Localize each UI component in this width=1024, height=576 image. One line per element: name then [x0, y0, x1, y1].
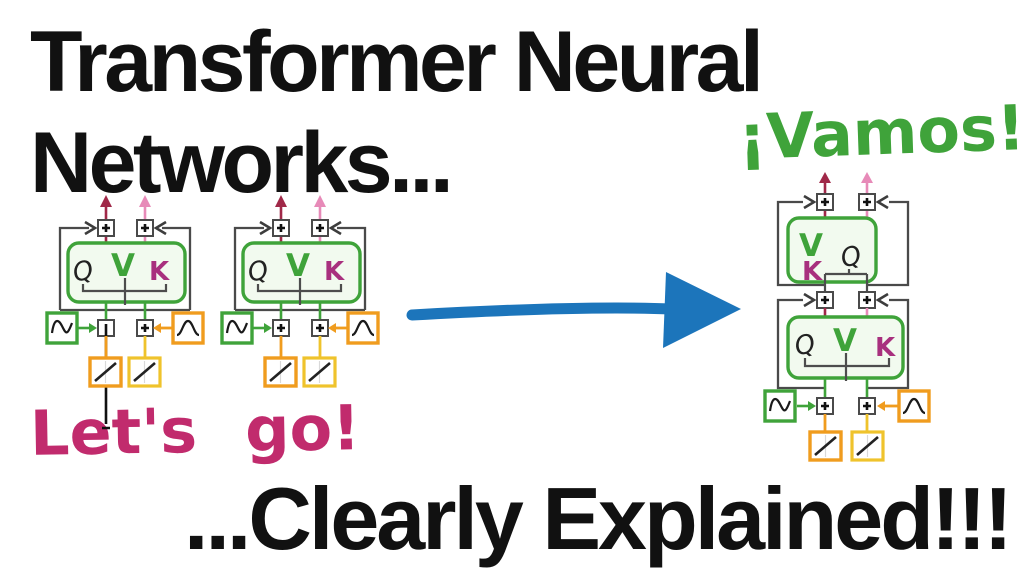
plus-box-icon	[272, 319, 329, 337]
attention-box	[66, 241, 187, 304]
attention-unit-1: Q V K	[45, 195, 205, 430]
residual-wrap-lines	[776, 292, 910, 390]
red-up-arrow-icon	[100, 195, 112, 207]
bell-curve-icon	[328, 311, 380, 345]
qvk-bracket	[803, 353, 891, 381]
qvk-bracket	[256, 278, 343, 305]
sine-icon	[220, 311, 272, 345]
value-label: V	[286, 248, 310, 284]
red-up-arrow-icon	[819, 172, 831, 183]
lets-go-caption: Let's go!	[29, 391, 361, 470]
key-label: K	[324, 257, 345, 287]
lets-word: Let's	[29, 393, 198, 470]
plus-box-icon	[816, 291, 876, 309]
attention-box	[241, 241, 362, 304]
plus-box-icon	[97, 219, 154, 237]
attention-unit-2: Q V K	[220, 195, 380, 388]
title-line-1: Transformer Neural	[30, 14, 764, 110]
clearly-explained-caption: ...Clearly Explained!!!	[184, 469, 1013, 568]
chevron-right-icon	[803, 292, 817, 308]
go-word: go!	[244, 391, 361, 467]
chevron-right-icon	[803, 194, 817, 210]
chevron-left-icon	[875, 292, 889, 308]
key-label: K	[875, 333, 896, 363]
sine-icon	[45, 311, 97, 345]
bell-curve-icon	[877, 389, 931, 423]
sine-icon	[763, 389, 816, 423]
linear-icon	[808, 430, 885, 462]
chevron-left-icon	[153, 220, 167, 236]
bell-curve-icon	[153, 311, 205, 345]
key-label: K	[149, 257, 170, 287]
vamos-caption: ¡Vamos!	[736, 91, 1024, 174]
plus-box-icon	[272, 219, 329, 237]
key-label: K	[802, 257, 823, 287]
q-bracket	[823, 269, 869, 292]
plus-box-icon	[816, 193, 876, 211]
title-line-2: Networks...	[30, 115, 454, 212]
chevron-left-icon	[875, 194, 889, 210]
linear-icon	[263, 356, 337, 388]
pink-up-arrow-icon	[861, 172, 873, 183]
red-up-arrow-icon	[275, 195, 287, 207]
stacked-attention-diagram: V K Q Q V K	[763, 172, 931, 462]
plus-box-icon	[816, 397, 876, 415]
transition-arrow-icon	[406, 272, 741, 348]
value-label: V	[111, 248, 135, 284]
residual-wrap-lines	[776, 194, 910, 287]
residual-wrap-lines	[233, 220, 367, 312]
chevron-right-icon	[259, 220, 273, 236]
pink-up-arrow-icon	[314, 195, 326, 207]
linear-icon	[88, 356, 162, 388]
pink-up-arrow-icon	[139, 195, 151, 207]
qvk-bracket	[81, 278, 168, 305]
residual-wrap-lines	[58, 220, 192, 312]
chevron-left-icon	[328, 220, 342, 236]
attention-box-top	[786, 216, 878, 284]
value-label: V	[799, 228, 823, 264]
chevron-right-icon	[84, 220, 98, 236]
